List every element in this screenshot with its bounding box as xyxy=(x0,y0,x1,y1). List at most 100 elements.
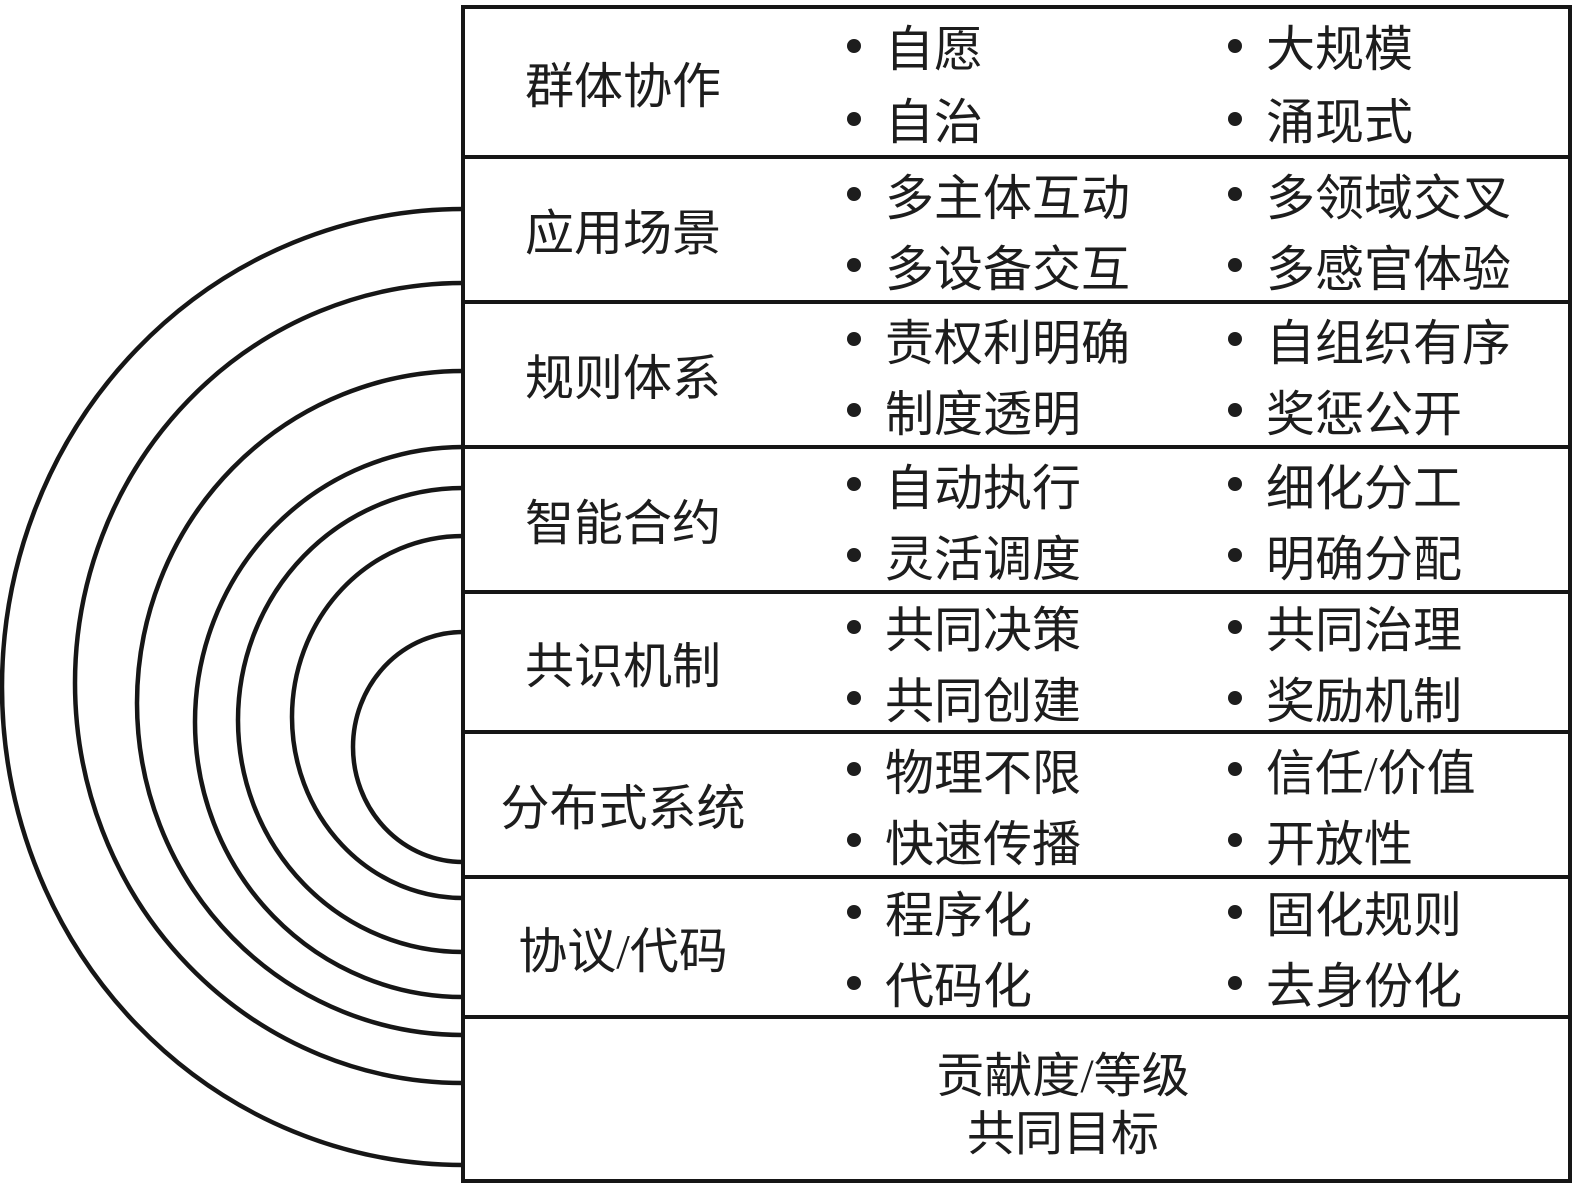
row-label: 智能合约 xyxy=(524,496,721,551)
bullet-item: 快速传播 xyxy=(847,805,1205,876)
row-label: 群体协作 xyxy=(524,58,721,114)
bullet-text: 多主体互动 xyxy=(885,170,1131,226)
bullet-text: 自动执行 xyxy=(885,460,1082,516)
bullet-item: 物理不限 xyxy=(847,734,1205,805)
bullet-text: 开放性 xyxy=(1266,816,1414,872)
row-label: 共识机制 xyxy=(524,638,721,694)
table-row: 智能合约 自动执行 灵活调度 细化分工 明确分配 xyxy=(465,449,1568,594)
layer-arc-4 xyxy=(192,444,464,1000)
table-row: 应用场景 多主体互动 多设备交互 多领域交叉 多感官体验 xyxy=(465,159,1568,304)
bullet-item: 多设备交互 xyxy=(847,230,1205,301)
bullet-dot xyxy=(1228,403,1242,417)
row-label: 规则体系 xyxy=(524,351,721,406)
bullet-dot xyxy=(847,403,861,417)
bullet-text: 代码化 xyxy=(885,959,1033,1014)
bullet-column: 自组织有序 奖惩公开 xyxy=(1205,304,1568,445)
bullet-text: 共同创建 xyxy=(885,674,1082,729)
bullet-text: 制度透明 xyxy=(885,386,1082,442)
bullet-dot xyxy=(847,258,861,272)
bullet-item: 涌现式 xyxy=(1228,82,1568,155)
bullet-text: 明确分配 xyxy=(1266,531,1463,587)
bullet-dot xyxy=(847,111,861,126)
table-row: 共识机制 共同决策 共同创建 共同治理 奖励机制 xyxy=(465,594,1568,734)
bullet-text: 奖惩公开 xyxy=(1266,386,1463,442)
bullet-text: 多设备交互 xyxy=(885,241,1131,297)
bullet-text: 共同治理 xyxy=(1266,603,1463,658)
bullet-dot xyxy=(847,833,861,847)
bullet-text: 去身份化 xyxy=(1266,959,1463,1014)
bullet-dot xyxy=(1228,833,1242,847)
bullet-column: 自动执行 灵活调度 xyxy=(825,449,1205,590)
bullet-item: 固化规则 xyxy=(1228,876,1568,947)
bullet-dot xyxy=(847,975,861,990)
bullet-dot xyxy=(847,690,861,705)
bullet-item: 信任/价值 xyxy=(1228,734,1568,805)
bullet-column: 程序化 代码化 xyxy=(825,879,1205,1015)
bullet-dot xyxy=(1228,904,1242,919)
bullet-item: 制度透明 xyxy=(847,375,1205,446)
bullet-text: 大规模 xyxy=(1266,22,1414,77)
bullet-column: 共同决策 共同创建 xyxy=(825,594,1205,730)
bullet-column: 大规模 涌现式 xyxy=(1205,9,1568,155)
layer-arc-2 xyxy=(289,533,464,901)
bullet-text: 固化规则 xyxy=(1266,888,1463,943)
row-label: 应用场景 xyxy=(524,206,721,261)
bullet-dot xyxy=(847,904,861,919)
bullet-item: 多主体互动 xyxy=(847,159,1205,230)
bullet-dot xyxy=(1228,332,1242,346)
bullet-dot xyxy=(847,477,861,491)
bullet-text: 自组织有序 xyxy=(1266,315,1512,371)
bullet-text: 共同决策 xyxy=(885,603,1082,658)
bullet-dot xyxy=(1228,975,1242,990)
bullet-text: 涌现式 xyxy=(1266,95,1414,150)
bullet-column: 自愿 自治 xyxy=(825,9,1205,155)
bullet-text: 物理不限 xyxy=(885,745,1082,801)
bullet-dot xyxy=(847,548,861,562)
bullet-item: 代码化 xyxy=(847,947,1205,1018)
table-row: 规则体系 责权利明确 制度透明 自组织有序 奖惩公开 xyxy=(465,304,1568,449)
bullet-dot xyxy=(1228,690,1242,705)
bullet-dot xyxy=(1228,619,1242,634)
bullet-item: 共同创建 xyxy=(847,662,1205,733)
bullet-item: 奖励机制 xyxy=(1228,662,1568,733)
layer-arc-7 xyxy=(0,206,464,1168)
table-row: 群体协作 自愿 自治 大规模 涌现式 xyxy=(465,9,1568,159)
bullet-text: 信任/价值 xyxy=(1266,745,1476,801)
bullet-dot xyxy=(1228,477,1242,491)
bullet-text: 多感官体验 xyxy=(1266,241,1512,297)
bullet-item: 程序化 xyxy=(847,876,1205,947)
bullet-item: 共同决策 xyxy=(847,591,1205,662)
bullet-column: 责权利明确 制度透明 xyxy=(825,304,1205,445)
layer-arc-5 xyxy=(134,368,464,1038)
row-label: 协议/代码 xyxy=(518,923,728,979)
layer-arc-1 xyxy=(350,629,464,865)
bullet-item: 责权利明确 xyxy=(847,304,1205,375)
bullet-item: 去身份化 xyxy=(1228,947,1568,1018)
bullet-item: 明确分配 xyxy=(1228,520,1568,591)
bullet-text: 自治 xyxy=(885,95,984,150)
bullet-item: 大规模 xyxy=(1228,9,1568,82)
row-label: 分布式系统 xyxy=(500,781,746,836)
bullet-text: 细化分工 xyxy=(1266,460,1463,516)
bullet-item: 多感官体验 xyxy=(1228,230,1568,301)
bullet-column: 信任/价值 开放性 xyxy=(1205,734,1568,875)
table-row: 分布式系统 物理不限 快速传播 信任/价值 开放性 xyxy=(465,734,1568,879)
bullet-column: 细化分工 明确分配 xyxy=(1205,449,1568,590)
bullet-text: 多领域交叉 xyxy=(1266,170,1512,226)
bullet-item: 开放性 xyxy=(1228,805,1568,876)
bullet-dot xyxy=(1228,548,1242,562)
bullet-item: 奖惩公开 xyxy=(1228,375,1568,446)
table-row: 协议/代码 程序化 代码化 固化规则 去身份化 xyxy=(465,879,1568,1019)
base-row: 贡献度/等级 共同目标 xyxy=(465,1019,1568,1179)
bullet-item: 自治 xyxy=(847,82,1205,155)
bullet-dot xyxy=(847,619,861,634)
bullet-dot xyxy=(847,332,861,346)
bullet-dot xyxy=(847,187,861,201)
bullet-text: 自愿 xyxy=(885,22,984,77)
bullet-column: 多领域交叉 多感官体验 xyxy=(1205,159,1568,300)
bullet-dot xyxy=(1228,258,1242,272)
bullet-dot xyxy=(1228,187,1242,201)
bullet-text: 灵活调度 xyxy=(885,531,1082,587)
bullet-text: 责权利明确 xyxy=(885,315,1131,371)
bullet-item: 多领域交叉 xyxy=(1228,159,1568,230)
